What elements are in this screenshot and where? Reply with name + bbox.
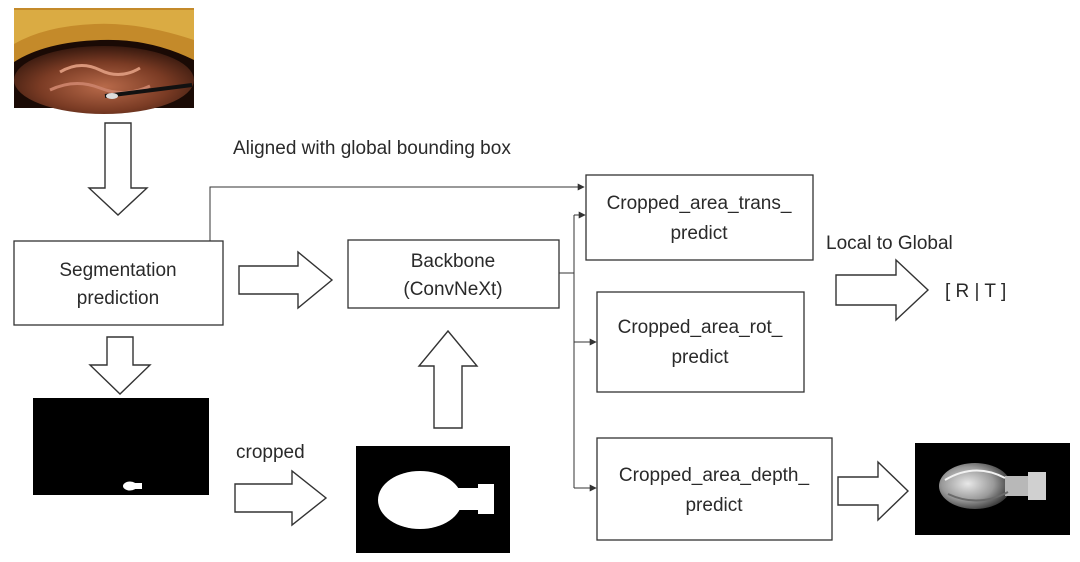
arrow-mask-to-crop — [234, 469, 328, 527]
cropped-label: cropped — [236, 442, 305, 463]
rot-line-1: Cropped_area_rot_ — [618, 317, 783, 338]
trans-line-2: predict — [670, 223, 728, 244]
backbone-fanout — [559, 211, 597, 492]
backbone-node: Backbone (ConvNeXt) — [347, 239, 560, 309]
rot-predict-node: Cropped_area_rot_ predict — [596, 291, 805, 393]
trans-line-1: Cropped_area_trans_ — [607, 193, 792, 214]
endoscopic-input-image — [14, 8, 194, 114]
local-to-global-label: Local to Global — [826, 233, 953, 254]
trans-predict-node: Cropped_area_trans_ predict — [585, 174, 814, 261]
segmentation-line-1: Segmentation — [59, 260, 176, 281]
backbone-line-1: Backbone — [411, 251, 496, 272]
aligned-connector — [209, 183, 585, 241]
segmentation-line-2: prediction — [77, 288, 159, 309]
arrow-segmentation-to-backbone — [238, 250, 334, 310]
depth-predict-node: Cropped_area_depth_ predict — [596, 437, 833, 541]
segmentation-mask-cropped — [356, 446, 510, 553]
depth-render-output — [915, 443, 1070, 535]
depth-line-1: Cropped_area_depth_ — [619, 465, 810, 486]
arrow-crop-to-backbone — [417, 329, 479, 429]
segmentation-mask-full — [33, 398, 209, 495]
arrow-segmentation-to-mask — [88, 336, 152, 395]
rt-output: [ R | T ] — [945, 281, 1006, 302]
backbone-line-2: (ConvNeXt) — [403, 279, 502, 300]
aligned-label: Aligned with global bounding box — [233, 138, 511, 159]
rot-line-2: predict — [671, 347, 729, 368]
segmentation-prediction-node: Segmentation prediction — [13, 240, 224, 326]
arrow-photo-to-segmentation — [87, 122, 149, 216]
depth-line-2: predict — [685, 495, 743, 516]
arrow-depth-to-output — [837, 460, 910, 522]
arrow-local-to-global — [835, 258, 930, 322]
